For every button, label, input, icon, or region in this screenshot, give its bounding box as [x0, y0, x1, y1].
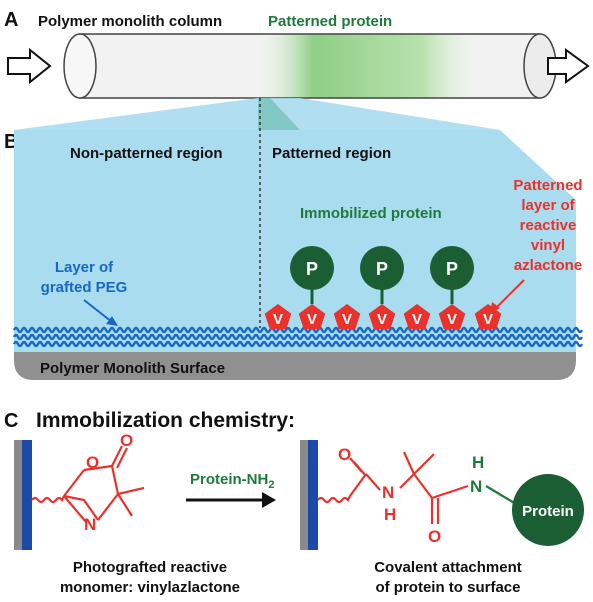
- patterned-layer-line-1: Patterned: [513, 177, 582, 194]
- protein-bead-label: P: [446, 259, 458, 279]
- azlactone-label: V: [377, 311, 387, 328]
- azlactone-label: V: [307, 311, 317, 328]
- column-label: Polymer monolith column: [38, 13, 222, 30]
- left-caption-line-1: Photografted reactive: [73, 559, 227, 576]
- reagent-label: Protein-NH2: [190, 471, 274, 491]
- protein-bead: [360, 246, 404, 290]
- peg-arrow: [83, 299, 113, 323]
- panel-c-letter: C: [4, 410, 18, 432]
- protein-circle: [512, 474, 584, 546]
- peg-label: Layer of grafted PEG: [41, 259, 128, 296]
- azlactone-label: V: [412, 311, 422, 328]
- azlactone-pentagon: [474, 304, 502, 330]
- azlactone-label: V: [483, 311, 493, 328]
- right-wavy-bond: [317, 495, 351, 504]
- azlactone-pentagon: [368, 304, 396, 330]
- azlactone-pentagon: [298, 304, 326, 330]
- right-oxygen-carbonyl: O: [428, 527, 441, 546]
- azlactone-pentagon: [333, 304, 361, 330]
- patterned-layer-line-3: reactive: [520, 217, 577, 234]
- peg-line-2: grafted PEG: [41, 279, 128, 296]
- right-surface-gray: [300, 440, 308, 550]
- protein-bead: [430, 246, 474, 290]
- peg-wave-row: [12, 333, 584, 341]
- right-caption-line-2: of protein to surface: [375, 579, 520, 596]
- left-wavy-bond: [31, 495, 65, 504]
- azlactone-label: V: [447, 311, 457, 328]
- right-nitrogen-2: N: [470, 477, 482, 496]
- patterned-title: Patterned region: [272, 145, 391, 162]
- right-surface-blue: [308, 440, 318, 550]
- left-surface-gray: [14, 440, 22, 550]
- protein-bead: [290, 246, 334, 290]
- right-nitrogen-1: N: [382, 483, 394, 502]
- left-oxygen-carbonyl: O: [120, 431, 133, 450]
- vinylazlactone-structure: [31, 445, 145, 523]
- immobilized-protein-label: Immobilized protein: [300, 205, 442, 222]
- left-nitrogen: N: [84, 515, 96, 534]
- patterned-layer-line-5: azlactone: [514, 257, 582, 274]
- azlactone-label: V: [273, 311, 283, 328]
- protein-label: Protein: [522, 503, 574, 520]
- panel-a: A Polymer monolith column Patterned prot…: [4, 9, 590, 99]
- azlactone-pentagon: [264, 304, 292, 330]
- patterned-layer-arrow: [495, 279, 525, 309]
- patterned-layer-label: Patterned layer of reactive vinyl azlact…: [513, 177, 582, 274]
- peg-line-1: Layer of: [55, 259, 114, 276]
- panel-c: C Immobilization chemistry: O O N Protei…: [4, 409, 584, 596]
- right-caption-line-1: Covalent attachment: [374, 559, 522, 576]
- azlactone-label: V: [342, 311, 352, 328]
- zoom-projection: [14, 98, 500, 130]
- monolith-surface: [14, 352, 576, 380]
- right-oxygen-amide: O: [338, 445, 351, 464]
- patterned-protein-label: Patterned protein: [268, 13, 392, 30]
- protein-bead-label: P: [306, 259, 318, 279]
- panel-b: B Non-patterned region Patterned region …: [4, 98, 584, 380]
- right-hydrogen-1: H: [384, 505, 396, 524]
- flow-out-arrow: [547, 48, 590, 84]
- azlactone-pentagon: [403, 304, 431, 330]
- non-patterned-title: Non-patterned region: [70, 145, 223, 162]
- patterned-layer-line-2: layer of: [521, 197, 575, 214]
- protein-bond: [485, 485, 517, 505]
- azlactone-pentagon: [438, 304, 466, 330]
- left-oxygen-ring: O: [86, 453, 99, 472]
- panel-a-letter: A: [4, 9, 18, 31]
- left-surface-blue: [22, 440, 32, 550]
- reagent-subscript: 2: [268, 479, 274, 491]
- right-hydrogen-2: H: [472, 453, 484, 472]
- reagent-text: Protein-NH: [190, 471, 268, 488]
- chemistry-title: Immobilization chemistry:: [36, 409, 295, 432]
- peg-wave-row: [12, 340, 584, 348]
- protein-bead-label: P: [376, 259, 388, 279]
- patterned-layer-line-4: vinyl: [531, 237, 565, 254]
- monolith-column: [63, 33, 557, 99]
- patterned-band: [258, 34, 478, 98]
- left-caption-line-2: monomer: vinylazlactone: [60, 579, 240, 596]
- flow-in-arrow: [7, 47, 52, 85]
- attached-product-structure: [317, 451, 469, 524]
- surface-label: Polymer Monolith Surface: [40, 360, 225, 377]
